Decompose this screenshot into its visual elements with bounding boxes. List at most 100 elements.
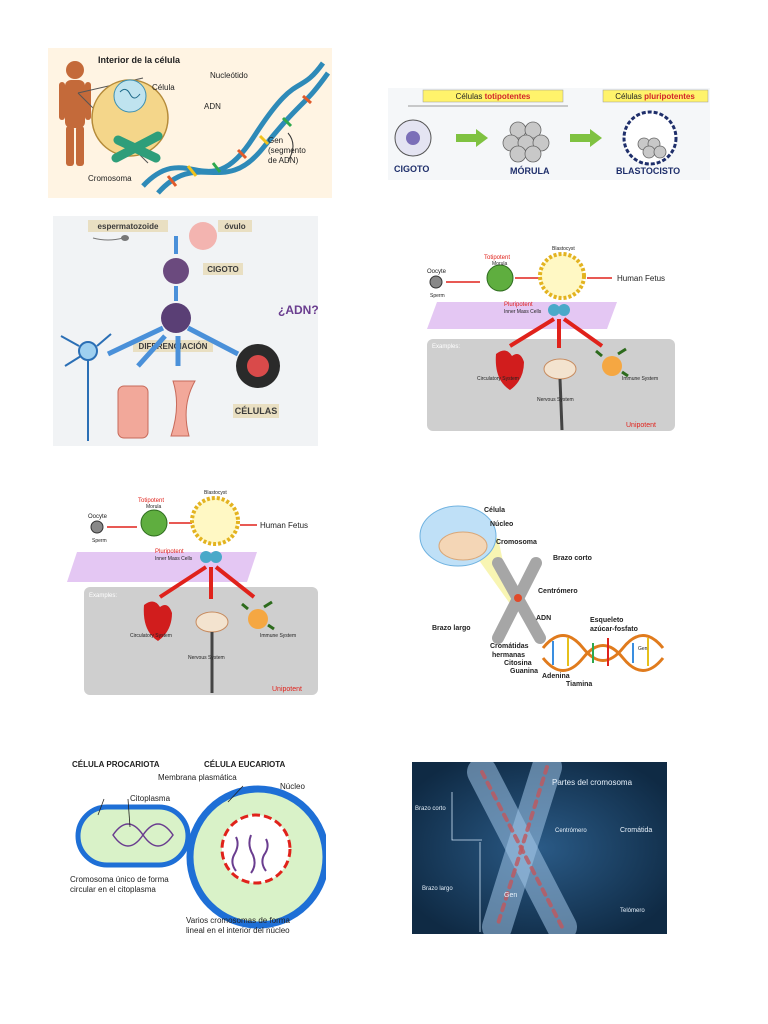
linear-chromosomes-icon (231, 834, 269, 874)
morula-icon (502, 121, 550, 163)
label-morula-en: Morula (492, 261, 508, 267)
label-morula: MÓRULA (510, 165, 550, 176)
nucleus-icon (438, 531, 488, 561)
tubular-cell-icon (170, 380, 196, 437)
human-figure (59, 61, 91, 166)
nucleus-circle (113, 79, 147, 113)
down-arrow-icon (174, 286, 178, 301)
dna-helix (541, 634, 665, 672)
differentiation-illustration: espermatozoide óvulo CIGOTO DIFERENCIACI… (60, 220, 318, 441)
label-blastocisto: BLASTOCISTO (616, 166, 680, 176)
prokaryote-eukaryote-illustration: CÉLULA PROCARIOTA CÉLULA EUCARIOTA Membr… (70, 760, 326, 935)
panel-potency-stages: Células totipotentes Células pluripotent… (388, 88, 710, 180)
label-brazo-largo: Brazo largo (432, 625, 471, 632)
label-gen: Gen (268, 136, 283, 145)
label-sperm: Sperm (430, 293, 445, 299)
embryo-icon (161, 303, 191, 333)
label-circulatory: Circulatory System (130, 633, 172, 639)
potency-diagram-illustration: Examples: Oocyte Sperm Totipotent Morula… (427, 246, 675, 431)
label-adn-question: ¿ADN? (278, 303, 318, 317)
chromosome-parts-illustration: Partes del cromosoma Brazo corto Centróm… (412, 762, 667, 934)
label-nervous: Nervous System (188, 655, 225, 661)
differentiation-arrows (106, 325, 240, 368)
label-lineal-nucleo: lineal en el interior del núcleo (186, 926, 290, 935)
label-totipotent: Totipotent (138, 498, 164, 504)
header-pluripotentes: Células pluripotentes (615, 92, 695, 101)
title-eucariota: CÉLULA EUCARIOTA (204, 760, 286, 769)
label-cigoto-3: CIGOTO (207, 265, 238, 274)
label-celulas: CÉLULAS (235, 406, 278, 416)
red-arrows (158, 565, 256, 599)
sperm-icon (92, 237, 124, 241)
label-gen-segmento: (segmento (268, 146, 306, 155)
label-tiamina: Tiamina (566, 681, 592, 688)
panel-potency-diagram-2: Examples: Oocyte Sperm Totipotent Morula… (62, 487, 320, 697)
label-unipotent: Unipotent (272, 686, 302, 693)
epithelial-cell-icon (117, 385, 149, 439)
title-procariota: CÉLULA PROCARIOTA (72, 760, 160, 769)
label-telomero: Telómero (620, 908, 645, 914)
panel-chromosome-parts: Partes del cromosoma Brazo corto Centróm… (412, 762, 667, 934)
label-nucleo: Núcleo (490, 521, 513, 528)
morula-icon (486, 264, 514, 292)
label-esqueleto: Esqueleto (590, 617, 623, 624)
label-brazo-corto: Brazo corto (553, 555, 592, 562)
label-celula: Célula (484, 507, 505, 514)
label-nervous: Nervous System (537, 397, 574, 403)
panel-prokaryote-eukaryote: CÉLULA PROCARIOTA CÉLULA EUCARIOTA Membr… (68, 757, 326, 937)
label-cromatidas: Cromátidas (490, 643, 529, 650)
arrow-icon (456, 129, 488, 147)
label-cigoto: CIGOTO (394, 164, 429, 174)
label-cromosoma-unico: Cromosoma único de forma (70, 875, 169, 884)
label-pluripotent: Pluripotent (504, 302, 533, 308)
label-inner-mass: Inner Mass Cells (504, 309, 542, 315)
blastocyst-icon (190, 496, 240, 546)
label-adn: ADN (536, 615, 551, 622)
label-cromosoma: Cromosoma (496, 539, 537, 546)
label-citosina: Citosina (504, 660, 532, 667)
blastocyst-icon (538, 252, 586, 300)
label-oocyte: Oocyte (427, 269, 447, 275)
brain-icon (543, 358, 577, 380)
label-centromero: Centrómero (555, 828, 587, 834)
chromosome-3d-icon (467, 762, 577, 934)
red-arrows (508, 317, 604, 348)
label-unipotent: Unipotent (626, 422, 656, 429)
label-centromero: Centrómero (538, 588, 578, 595)
label-examples: Examples: (89, 593, 117, 599)
immune-cell-icon (241, 600, 275, 631)
panel-potency-diagram-1: Examples: Oocyte Sperm Totipotent Morula… (422, 244, 677, 434)
label-human-fetus: Human Fetus (260, 521, 308, 530)
potency-diagram-illustration: Examples: Oocyte Sperm Totipotent Morula… (67, 490, 318, 695)
chromosome-parts-title: Partes del cromosoma (552, 778, 633, 787)
label-immune: Immune System (260, 633, 296, 639)
panel-chromosome-dna: Célula Núcleo Cromosoma Brazo corto Cent… (418, 498, 683, 690)
label-azucar-fosfato: azúcar-fosfato (590, 626, 638, 633)
label-membrana: Membrana plasmática (158, 773, 237, 782)
label-brazo-largo: Brazo largo (422, 886, 453, 892)
cell-interior-illustration: Interior de la célula Célula Nucleótido … (59, 55, 331, 195)
cell-interior-title: Interior de la célula (98, 55, 181, 65)
label-citoplasma: Citoplasma (130, 794, 171, 803)
brain-icon (195, 611, 229, 633)
chromosome-dna-illustration: Célula Núcleo Cromosoma Brazo corto Cent… (419, 505, 665, 688)
heart-icon (143, 601, 172, 641)
label-brazo-corto: Brazo corto (415, 806, 446, 812)
label-sperm: Sperm (92, 538, 107, 544)
label-circular-citoplasma: circular en el citoplasma (70, 885, 156, 894)
heart-icon (495, 350, 524, 390)
oocyte-icon (429, 275, 443, 289)
label-nucleo: Núcleo (280, 782, 305, 791)
label-immune: Immune System (622, 376, 658, 382)
morula-icon (140, 509, 168, 537)
label-gen: Gen (638, 646, 648, 652)
label-adn: ADN (204, 102, 221, 111)
label-oocyte: Oocyte (88, 514, 108, 520)
label-circulatory: Circulatory System (477, 376, 519, 382)
label-totipotent: Totipotent (484, 255, 510, 261)
oocyte-icon (90, 520, 104, 534)
label-inner-mass: Inner Mass Cells (155, 556, 193, 562)
label-nucleotido: Nucleótido (210, 71, 248, 80)
ovum-icon (189, 222, 217, 250)
label-celula: Célula (152, 83, 175, 92)
